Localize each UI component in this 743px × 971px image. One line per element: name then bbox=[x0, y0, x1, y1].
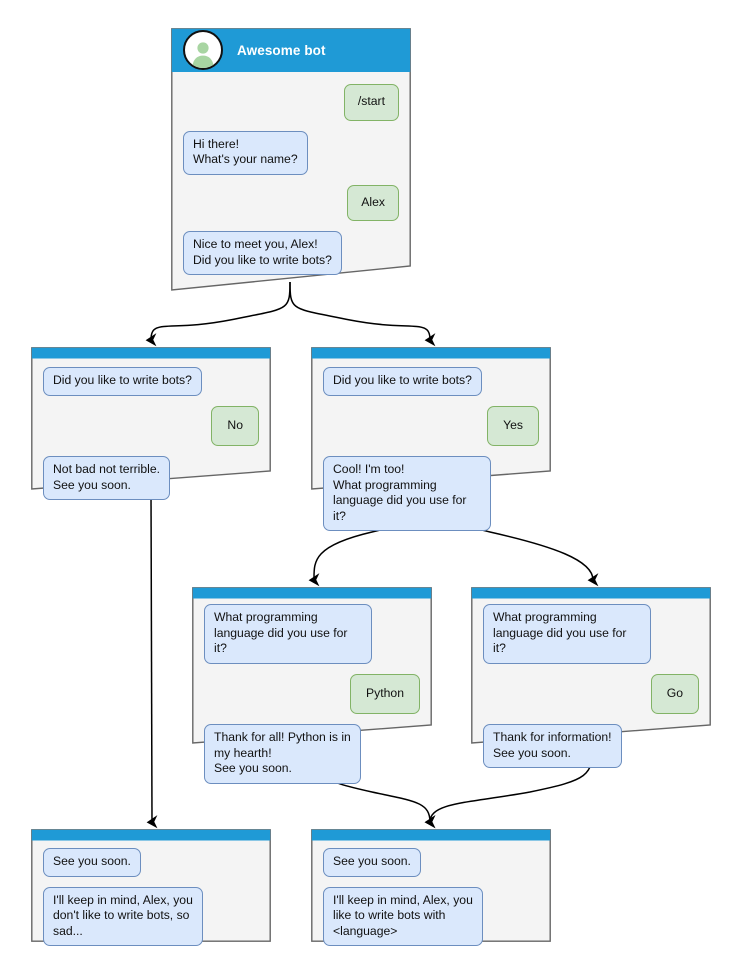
window-titlebar bbox=[311, 829, 551, 840]
bot-message-bubble: See you soon. bbox=[323, 848, 421, 877]
message-row: What programming language did you use fo… bbox=[204, 604, 420, 664]
user-message-bubble[interactable]: Yes bbox=[487, 405, 539, 446]
bot-message-bubble: I'll keep in mind, Alex, you like to wri… bbox=[323, 886, 483, 946]
message-row: Alex bbox=[183, 184, 399, 221]
answer-yes-window[interactable]: Did you like to write bots? Yes Cool! I'… bbox=[311, 347, 551, 531]
message-row: Yes bbox=[323, 405, 539, 446]
chat-transcript: Did you like to write bots? No Not bad n… bbox=[31, 358, 271, 518]
bot-message-bubble: What programming language did you use fo… bbox=[483, 604, 652, 664]
chat-transcript: What programming language did you use fo… bbox=[471, 598, 711, 786]
bot-message-bubble: Did you like to write bots? bbox=[43, 367, 202, 396]
person-avatar-icon bbox=[183, 30, 223, 70]
user-message-bubble[interactable]: Go bbox=[650, 673, 699, 714]
user-message-bubble[interactable]: Python bbox=[350, 673, 420, 714]
ending-no-window[interactable]: See you soon. I'll keep in mind, Alex, y… bbox=[31, 829, 271, 946]
message-row: I'll keep in mind, Alex, you don't like … bbox=[43, 886, 259, 946]
window-titlebar bbox=[192, 587, 432, 598]
message-row: What programming language did you use fo… bbox=[483, 604, 699, 664]
bot-message-bubble: Hi there! What's your name? bbox=[183, 130, 308, 175]
chat-transcript: /start Hi there! What's your name? Alex … bbox=[171, 72, 411, 293]
message-row: Thank for all! Python is in my hearth! S… bbox=[204, 724, 420, 784]
chat-transcript: What programming language did you use fo… bbox=[192, 598, 432, 802]
message-row: Thank for information! See you soon. bbox=[483, 724, 699, 768]
message-row: Cool! I'm too! What programming language… bbox=[323, 456, 539, 531]
window-titlebar: Awesome bot bbox=[171, 28, 411, 72]
message-row: Not bad not terrible. See you soon. bbox=[43, 456, 259, 500]
message-row: Python bbox=[204, 673, 420, 714]
answer-no-window[interactable]: Did you like to write bots? No Not bad n… bbox=[31, 347, 271, 500]
bot-message-bubble: Thank for information! See you soon. bbox=[483, 724, 622, 768]
user-message-bubble[interactable]: Alex bbox=[347, 184, 399, 221]
chat-transcript: See you soon. I'll keep in mind, Alex, y… bbox=[31, 840, 271, 964]
window-titlebar bbox=[31, 347, 271, 358]
bot-message-bubble: I'll keep in mind, Alex, you don't like … bbox=[43, 886, 203, 946]
bot-message-bubble: Not bad not terrible. See you soon. bbox=[43, 456, 171, 500]
bot-message-bubble: See you soon. bbox=[43, 848, 141, 877]
bot-title: Awesome bot bbox=[237, 42, 326, 58]
edge-no-to-ending-no bbox=[146, 489, 158, 829]
chat-transcript: Did you like to write bots? Yes Cool! I'… bbox=[311, 358, 551, 549]
answer-python-window[interactable]: What programming language did you use fo… bbox=[192, 587, 432, 784]
message-row: I'll keep in mind, Alex, you like to wri… bbox=[323, 886, 539, 946]
ending-yes-window[interactable]: See you soon. I'll keep in mind, Alex, y… bbox=[311, 829, 551, 946]
start-conversation-window[interactable]: Awesome bot /start Hi there! What's your… bbox=[171, 28, 411, 291]
bot-message-bubble: Thank for all! Python is in my hearth! S… bbox=[204, 724, 361, 784]
message-row: Did you like to write bots? bbox=[43, 367, 259, 396]
bot-message-bubble: Did you like to write bots? bbox=[323, 367, 482, 396]
message-row: Go bbox=[483, 673, 699, 714]
chat-transcript: See you soon. I'll keep in mind, Alex, y… bbox=[311, 840, 551, 964]
bot-message-bubble: Cool! I'm too! What programming language… bbox=[323, 456, 492, 531]
window-titlebar bbox=[311, 347, 551, 358]
user-message-bubble[interactable]: No bbox=[211, 405, 259, 446]
window-titlebar bbox=[471, 587, 711, 598]
message-row: No bbox=[43, 405, 259, 446]
message-row: See you soon. bbox=[323, 848, 539, 877]
message-row: Nice to meet you, Alex! Did you like to … bbox=[183, 231, 399, 275]
bot-message-bubble: Nice to meet you, Alex! Did you like to … bbox=[183, 231, 342, 275]
message-row: /start bbox=[183, 84, 399, 121]
answer-go-window[interactable]: What programming language did you use fo… bbox=[471, 587, 711, 768]
message-row: Hi there! What's your name? bbox=[183, 130, 399, 175]
window-titlebar bbox=[31, 829, 271, 840]
message-row: Did you like to write bots? bbox=[323, 367, 539, 396]
bot-message-bubble: What programming language did you use fo… bbox=[204, 604, 373, 664]
user-message-bubble[interactable]: /start bbox=[343, 84, 399, 121]
message-row: See you soon. bbox=[43, 848, 259, 877]
